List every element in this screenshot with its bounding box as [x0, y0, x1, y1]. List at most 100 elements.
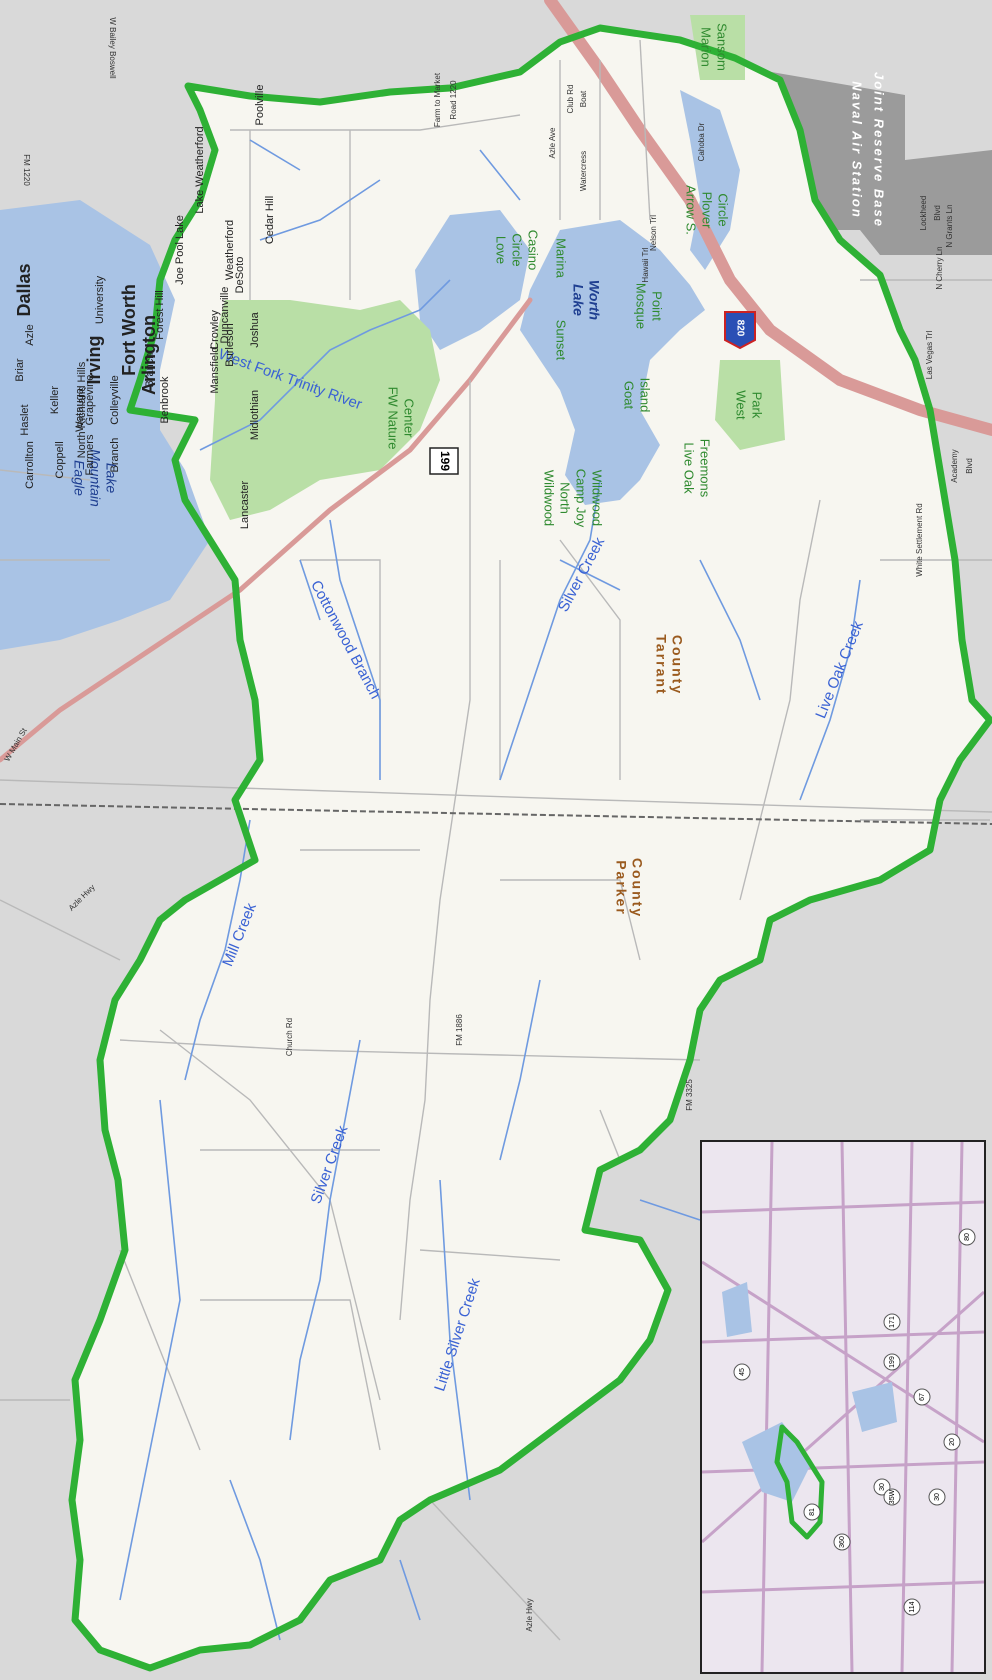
road-label: Azle Hwy [525, 1598, 534, 1631]
lake-worth-upper-arm [415, 210, 530, 350]
inset-shield-label: 80 [964, 1233, 971, 1241]
stream-line [329, 519, 381, 780]
inset-city-label: Joe Pool Lake [174, 215, 186, 285]
inset-city-label: Cedar Hill [264, 196, 276, 244]
inset-city-label: Crowley [209, 310, 221, 350]
road-label: Blvd [965, 458, 974, 474]
inset-city-label: Carrollton [24, 441, 36, 489]
inset-shield-label: 30 [934, 1493, 941, 1501]
inset-city-label: Keller [49, 386, 61, 414]
eagle-mountain-lake-label-2: Mountain [87, 449, 103, 507]
inset-shield-label: 81 [809, 1508, 816, 1516]
inset-city-label: Grapevine [84, 375, 96, 426]
road-line [739, 499, 821, 901]
park-label: Freemons [698, 439, 713, 498]
inset-watershed-outline [774, 1424, 825, 1540]
inset-city-label: Haslet [19, 404, 31, 435]
inset-city-label: Poolville [254, 85, 266, 126]
eagle-mountain-lake-label-1: Eagle [71, 460, 87, 496]
inset-city-label: Irving [84, 335, 104, 384]
park-label: North [558, 482, 573, 514]
lake-worth-label-1: Lake [570, 284, 586, 316]
park-label: Arrow S. [684, 185, 699, 235]
stream-line [299, 559, 321, 621]
park-label: West [734, 390, 749, 420]
county-label: County [629, 858, 645, 918]
inset-city-label: Burleson [224, 323, 236, 366]
inset-highway [760, 1142, 774, 1672]
road-label: N Cherry Ln [935, 246, 944, 289]
interstate-820-shield: 820 [724, 311, 756, 350]
inset-highway [900, 1142, 914, 1672]
inset-joe-pool-lake [852, 1382, 897, 1432]
stream-line [289, 1039, 361, 1441]
us-199-label: 199 [438, 451, 452, 471]
military-label: Naval Air Station [850, 81, 865, 219]
road-label: Hawaii Trl [641, 247, 650, 282]
inset-shield [943, 1433, 961, 1451]
inset-city-label: North Richland Hills [76, 361, 88, 458]
road-label: W Bailey Boswell [108, 17, 117, 79]
inset-city-label: Weatherford [224, 220, 236, 280]
road-line [500, 879, 641, 961]
road-label: Azle Ave [548, 127, 557, 159]
park-label: Plover [700, 192, 715, 230]
stream-line [479, 149, 521, 201]
park-label: FW Nature [386, 387, 401, 450]
lake-worth [520, 220, 705, 505]
road-line [639, 39, 651, 221]
eagle-mountain-lake-label-3: Lake [103, 463, 119, 494]
inset-shield-label: 45 [739, 1368, 746, 1376]
park-label: Park [750, 392, 765, 419]
road-label: FM 1220 [22, 154, 31, 186]
inset-shield [883, 1353, 901, 1371]
park-label: Casino [526, 230, 541, 270]
park-label: Wildwood [590, 470, 605, 526]
lake-worth-south-arm [680, 90, 740, 270]
road-label: Cahoba Dr [697, 122, 706, 161]
road-label: White Settlement Rd [915, 503, 924, 576]
road-label: N Grants Ln [945, 204, 954, 247]
road-line [0, 469, 91, 481]
inset-city-label: Farmers [84, 434, 96, 475]
park-label: Mosque [634, 283, 649, 329]
road-label: Road 1220 [449, 80, 458, 120]
park-label: Marion [699, 27, 714, 67]
stream-line [699, 559, 761, 701]
watershed-boundary [68, 24, 992, 1672]
inset-city-label: Mansfield [209, 346, 221, 393]
road-label: Farm to Market [433, 72, 442, 127]
road-label: Blvd [933, 205, 942, 221]
west-park [715, 360, 785, 450]
stream-network [119, 139, 861, 1641]
inset-shield [883, 1488, 901, 1506]
inset-city-label: Duncanville [219, 287, 231, 344]
park-label: Wildwood [542, 470, 557, 526]
inset-city-label: Midlothian [249, 390, 261, 440]
road-line [0, 899, 121, 961]
inset-shield [803, 1503, 821, 1521]
road-label: Church Rd [285, 1018, 294, 1056]
inset-highway [702, 1460, 984, 1474]
inset-shield [733, 1363, 751, 1381]
inset-highway [840, 1142, 854, 1672]
road-label: Las Vegas Trl [925, 331, 934, 380]
road-line [230, 114, 521, 131]
inset-city-label: Branch [144, 353, 156, 388]
stream-line [229, 1479, 281, 1641]
inset-city-label: Lancaster [239, 481, 251, 530]
road-label: Nelson Trl [649, 215, 658, 251]
inset-highway [702, 1580, 984, 1594]
park-label: Live Oak [682, 442, 697, 494]
inset-city-label: Colleyville [109, 375, 121, 425]
stream-line [259, 179, 381, 241]
road-line [300, 559, 381, 720]
road-label: Academy [950, 449, 959, 482]
interstate-820 [544, 0, 992, 436]
